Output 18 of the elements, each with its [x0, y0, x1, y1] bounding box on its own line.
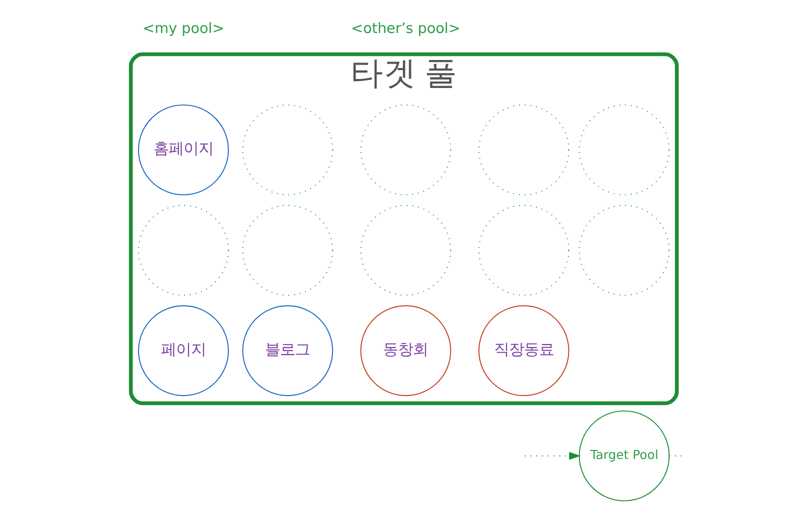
node-circle: [578, 104, 670, 196]
node-circle: [242, 104, 334, 196]
node-circle: [360, 104, 452, 196]
label: <my pool>: [142, 20, 224, 37]
node-circle: 직장동료: [478, 305, 570, 396]
node-circle: [478, 204, 570, 296]
node-circle: [578, 204, 670, 296]
node-circle: 동창회: [360, 305, 452, 396]
label: <other’s pool>: [351, 20, 460, 37]
node-circle: [360, 204, 452, 296]
node-circle: 홈페이지: [138, 104, 229, 196]
node-circle: [478, 104, 570, 196]
node-circle: 페이지: [138, 305, 229, 396]
node-circle: Target Pool: [578, 410, 670, 502]
arrow: [524, 452, 581, 460]
node-circle: 블로그: [242, 305, 334, 396]
node-circle: [138, 204, 229, 296]
node-circle: [242, 204, 334, 296]
